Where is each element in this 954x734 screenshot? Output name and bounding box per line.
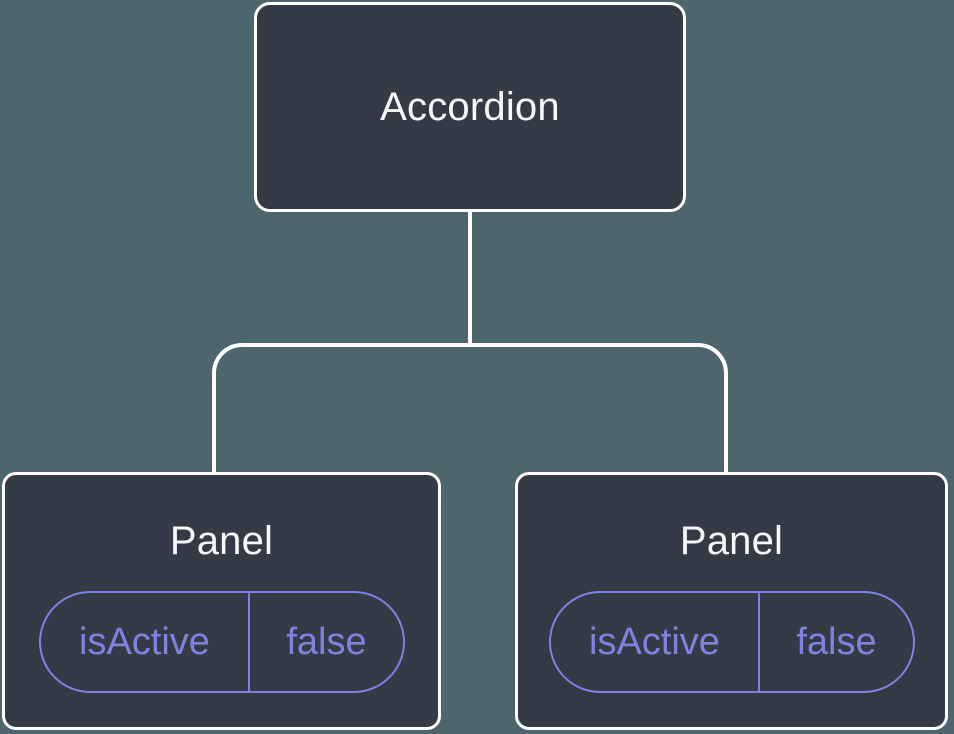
node-panel-right-label: Panel: [679, 519, 784, 563]
node-panel-left: Panel isActive false: [2, 472, 441, 730]
state-name-label: isActive: [551, 593, 761, 691]
connector-branch: [212, 343, 728, 472]
node-panel-right: Panel isActive false: [515, 472, 948, 730]
state-name-label: isActive: [41, 593, 251, 691]
state-value-label: false: [286, 620, 367, 663]
state-pill-right: isActive false: [548, 591, 915, 693]
state-value-label: false: [796, 620, 877, 663]
connector-root-stem: [468, 210, 472, 347]
state-pill-left: isActive false: [38, 591, 405, 693]
node-accordion: Accordion: [254, 2, 686, 212]
node-panel-left-label: Panel: [169, 519, 274, 563]
node-accordion-label: Accordion: [380, 85, 560, 129]
